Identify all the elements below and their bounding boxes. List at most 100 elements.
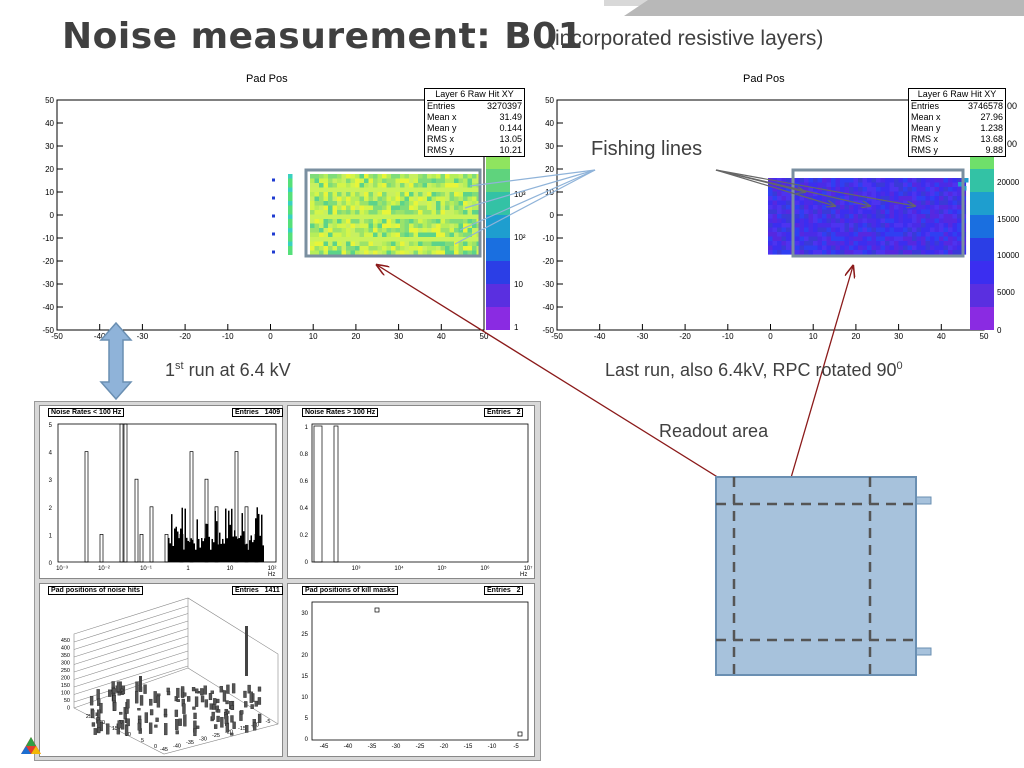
heat-cell (943, 182, 949, 188)
heat-cell (386, 232, 392, 238)
heat-cell (346, 210, 351, 215)
heat-cell (454, 214, 459, 220)
heat-cell (795, 227, 800, 233)
lego-bar (195, 725, 200, 729)
heat-cell (350, 178, 356, 184)
heat-cell (454, 196, 459, 202)
heat-cell (781, 245, 787, 251)
heat-cell (804, 196, 809, 201)
heat-cell (467, 183, 473, 188)
heat-cell (889, 182, 895, 188)
heat-cell (826, 196, 832, 201)
heat-cell (395, 196, 401, 202)
heat-cell (799, 205, 805, 210)
heat-cell (272, 250, 275, 254)
heat-cell (395, 223, 401, 229)
histogram-bar (219, 532, 221, 562)
x-tick-label: 30 (394, 332, 403, 340)
z-tick-label: 15000 (997, 215, 1020, 224)
heat-cell (454, 183, 459, 188)
heat-cell (449, 210, 455, 215)
kill-masks-title: Pad positions of kill masks (302, 586, 398, 595)
heat-cell (768, 196, 773, 201)
heat-cell (768, 218, 773, 224)
heat-cell (795, 196, 800, 201)
heat-cell (831, 178, 836, 183)
heat-cell (422, 187, 428, 193)
heat-cell (409, 246, 414, 251)
heat-cell (409, 237, 414, 242)
heat-cell (853, 182, 859, 188)
heat-cell (422, 183, 428, 188)
heat-cell (822, 178, 827, 183)
histogram-bar (195, 549, 197, 562)
heat-cell (768, 236, 773, 242)
lego-bar (143, 684, 147, 694)
heat-cell (314, 201, 320, 206)
heat-cell (359, 223, 365, 229)
heat-cell (364, 187, 369, 193)
heat-cell (826, 236, 832, 242)
heat-cell (781, 241, 787, 246)
heat-cell (418, 210, 423, 215)
histogram-bar (226, 538, 228, 562)
heat-cell (310, 223, 315, 229)
y-tick-label: 30 (45, 142, 54, 151)
heat-cell (795, 241, 800, 246)
heat-cell (799, 214, 805, 219)
heat-cell (458, 250, 464, 256)
heat-cell (337, 250, 342, 256)
heat-cell (916, 214, 922, 219)
heat-cell (876, 209, 881, 215)
x-tick-label: 40 (437, 332, 446, 340)
heat-cell (288, 214, 293, 219)
heat-cell (786, 182, 791, 188)
heat-cell (876, 245, 881, 251)
heat-cell (463, 174, 468, 179)
heat-cell (355, 174, 360, 179)
heat-cell (894, 236, 899, 242)
heat-cell (341, 237, 347, 242)
heat-cell (777, 241, 782, 246)
heat-cell (458, 232, 464, 238)
heat-cell (885, 187, 890, 192)
stats-value: 3270397 (486, 101, 522, 111)
heat-cell (858, 245, 863, 251)
heat-cell (921, 196, 926, 201)
heat-cell (368, 192, 374, 197)
stats-value: 9.88 (985, 145, 1003, 155)
heat-cell (934, 250, 940, 255)
heat-cell (777, 178, 782, 183)
histogram-bar (261, 514, 263, 562)
x-tick-label: 10 (309, 332, 318, 340)
heat-cell (395, 187, 401, 193)
heat-cell (355, 201, 360, 206)
histogram-bar (174, 528, 176, 562)
heat-cell (364, 192, 369, 197)
heat-cell (952, 218, 958, 224)
heat-cell (840, 178, 845, 183)
heat-cell (804, 205, 809, 210)
lego-bar (225, 722, 230, 733)
histogram-bar (201, 538, 203, 562)
x-tick-label: 10⁵ (437, 565, 447, 572)
heat-cell (876, 218, 881, 224)
heat-cell (840, 209, 845, 215)
heat-cell (925, 245, 931, 251)
heat-cell (907, 178, 913, 183)
heat-cell (472, 205, 477, 211)
stats-key: Mean y (427, 123, 457, 133)
heat-cell (467, 210, 473, 215)
heat-cell (889, 245, 895, 251)
histogram-bar (235, 536, 237, 562)
heat-cell (440, 214, 446, 220)
heat-cell (916, 191, 922, 197)
z-bar-segment (970, 169, 994, 192)
heat-cell (409, 228, 414, 233)
heat-cell (355, 237, 360, 242)
heat-cell (463, 196, 468, 202)
heat-cell (912, 218, 917, 224)
heat-cell (795, 200, 800, 206)
heat-cell (359, 187, 365, 193)
